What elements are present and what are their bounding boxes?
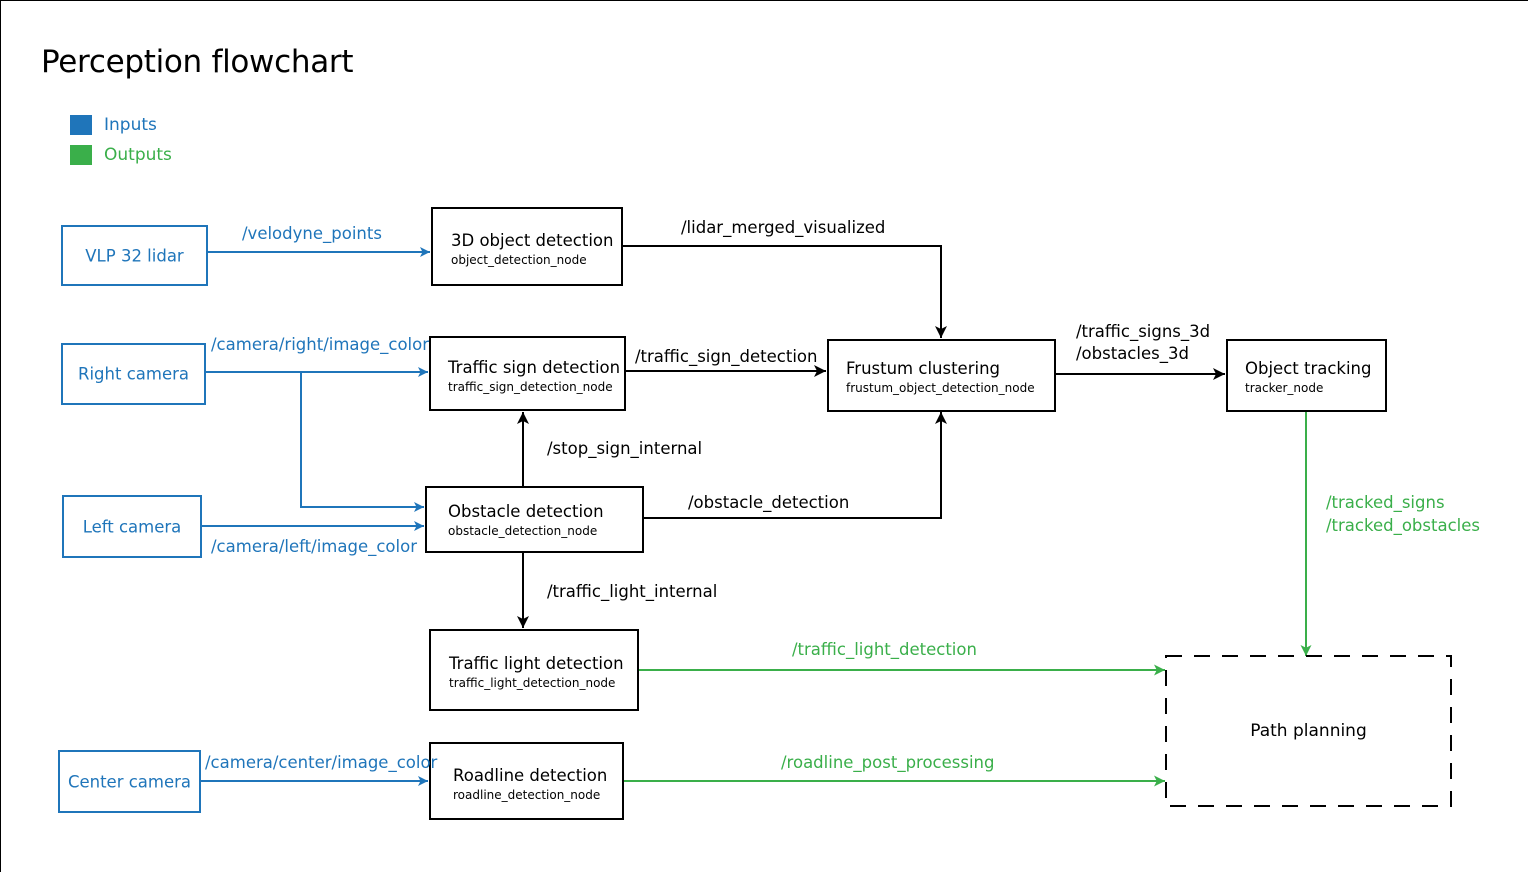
node-traffic-light-detection-title: Traffic light detection	[449, 654, 624, 673]
topic-tracked-obstacles: /tracked_obstacles	[1326, 516, 1480, 535]
node-obstacle-detection-node: obstacle_detection_node	[448, 524, 598, 538]
input-center-camera[interactable]: Center camera	[58, 750, 201, 813]
legend-swatch-outputs	[70, 145, 92, 165]
node-obstacle-detection-title: Obstacle detection	[448, 502, 604, 521]
topic-roadline-post-processing: /roadline_post_processing	[781, 753, 995, 772]
input-left-camera[interactable]: Left camera	[62, 495, 202, 558]
topic-camera-center: /camera/center/image_color	[205, 753, 438, 772]
legend-label-inputs: Inputs	[104, 115, 157, 135]
node-object-tracking-node: tracker_node	[1245, 381, 1324, 395]
input-center-camera-label: Center camera	[67, 772, 192, 791]
node-3d-object-detection[interactable]: 3D object detection object_detection_nod…	[431, 207, 623, 286]
topic-velodyne-points: /velodyne_points	[242, 224, 382, 243]
topic-camera-right: /camera/right/image_color	[211, 335, 430, 354]
input-left-camera-label: Left camera	[82, 517, 182, 536]
node-roadline-detection[interactable]: Roadline detection roadline_detection_no…	[429, 742, 624, 820]
topic-stop-sign-internal: /stop_sign_internal	[547, 439, 703, 458]
input-right-camera[interactable]: Right camera	[61, 343, 206, 405]
topic-obstacles-3d: /obstacles_3d	[1076, 344, 1189, 363]
input-right-camera-label: Right camera	[78, 364, 189, 384]
node-obstacle-detection[interactable]: Obstacle detection obstacle_detection_no…	[425, 486, 644, 553]
node-path-planning[interactable]: Path planning	[1166, 656, 1451, 806]
node-object-tracking-title: Object tracking	[1245, 359, 1372, 378]
topic-camera-left: /camera/left/image_color	[211, 537, 417, 556]
node-traffic-sign-detection[interactable]: Traffic sign detection traffic_sign_dete…	[429, 336, 626, 411]
node-3d-object-detection-title: 3D object detection	[451, 231, 614, 250]
wire-obstacle-to-frustum	[643, 412, 947, 519]
legend-label-outputs: Outputs	[104, 145, 172, 165]
topic-lidar-merged: /lidar_merged_visualized	[681, 218, 886, 237]
topic-traffic-light-internal: /traffic_light_internal	[547, 582, 718, 601]
node-traffic-sign-detection-node: traffic_sign_detection_node	[448, 380, 613, 394]
node-roadline-detection-title: Roadline detection	[453, 766, 608, 785]
input-vlp-lidar[interactable]: VLP 32 lidar	[61, 225, 208, 286]
node-traffic-light-detection[interactable]: Traffic light detection traffic_light_de…	[429, 629, 639, 711]
node-frustum-clustering[interactable]: Frustum clustering frustum_object_detect…	[827, 339, 1056, 412]
topic-tracked-signs: /tracked_signs	[1326, 493, 1445, 512]
topic-traffic-sign-detection: /traffic_sign_detection	[635, 347, 818, 366]
node-frustum-clustering-node: frustum_object_detection_node	[846, 381, 1035, 395]
node-traffic-sign-detection-title: Traffic sign detection	[448, 358, 621, 377]
input-vlp-lidar-label: VLP 32 lidar	[85, 246, 184, 265]
path-planning-border	[1165, 655, 1452, 807]
topic-traffic-light-detection: /traffic_light_detection	[792, 640, 977, 659]
node-path-planning-label: Path planning	[1250, 721, 1367, 741]
node-roadline-detection-node: roadline_detection_node	[453, 788, 601, 802]
legend-swatch-inputs	[70, 115, 92, 135]
node-traffic-light-detection-node: traffic_light_detection_node	[449, 676, 616, 690]
node-3d-object-detection-node: object_detection_node	[451, 253, 587, 267]
node-frustum-clustering-title: Frustum clustering	[846, 359, 1001, 378]
page-title: Perception flowchart	[41, 44, 354, 80]
wire-right-camera-to-obstacle	[300, 372, 424, 512]
topic-obstacle-detection: /obstacle_detection	[688, 493, 850, 512]
wire-object-detection-to-frustum	[622, 245, 947, 338]
topic-traffic-signs-3d: /traffic_signs_3d	[1076, 322, 1211, 341]
node-object-tracking[interactable]: Object tracking tracker_node	[1226, 339, 1387, 412]
